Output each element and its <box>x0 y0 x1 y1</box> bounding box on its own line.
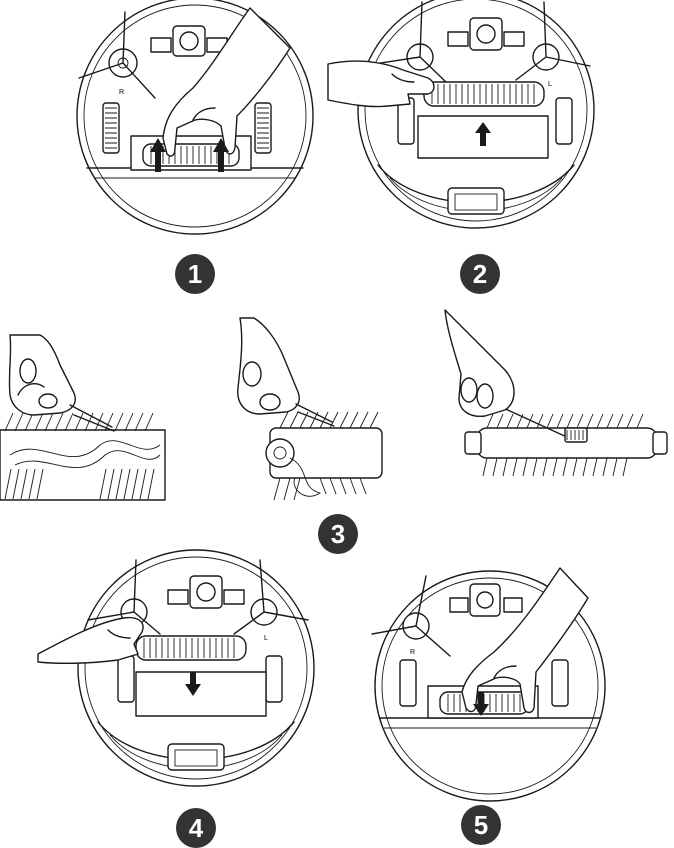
hand <box>8 334 76 416</box>
hand <box>162 7 291 157</box>
step-5-illustration: R <box>371 567 606 802</box>
step-number-badge: 4 <box>176 808 216 848</box>
hand <box>327 60 435 108</box>
arrow-down-icon <box>185 672 201 696</box>
step-number-badge: 3 <box>318 514 358 554</box>
step-2-illustration: R L <box>327 0 595 229</box>
step-3-clean-tool-illustration <box>444 309 668 477</box>
svg-text:R: R <box>119 89 124 96</box>
side-brush-right: R <box>78 11 156 99</box>
main-brush <box>464 413 668 477</box>
cleaning-tool-icon <box>498 405 588 443</box>
main-brush <box>135 635 247 661</box>
hand <box>237 317 300 415</box>
step-4-illustration: R L <box>37 549 315 787</box>
svg-text:R: R <box>410 649 415 656</box>
side-brush-right: R <box>373 1 447 88</box>
side-brush-left: L <box>515 1 591 88</box>
step-number-badge: 2 <box>460 254 500 294</box>
side-brush-left: L <box>233 559 309 642</box>
main-brush <box>265 411 383 501</box>
arrow-down-icon <box>473 692 489 716</box>
scissors-icon <box>69 404 115 432</box>
arrow-up-icon <box>150 138 229 172</box>
svg-text:L: L <box>548 81 552 88</box>
arrow-up-icon <box>475 122 491 146</box>
scissors-icon <box>295 403 335 427</box>
hand <box>461 567 589 714</box>
step-number-badge: 1 <box>175 254 215 294</box>
step-3-cut-hair-illustration <box>0 334 166 501</box>
step-3-remove-hair-illustration <box>237 317 383 501</box>
main-brush <box>423 81 545 107</box>
hand <box>37 616 144 665</box>
main-brush <box>0 412 166 501</box>
step-1-illustration: R <box>76 0 314 235</box>
svg-text:L: L <box>264 635 268 642</box>
step-number-badge: 5 <box>461 805 501 845</box>
side-brush-right: R <box>371 575 451 657</box>
